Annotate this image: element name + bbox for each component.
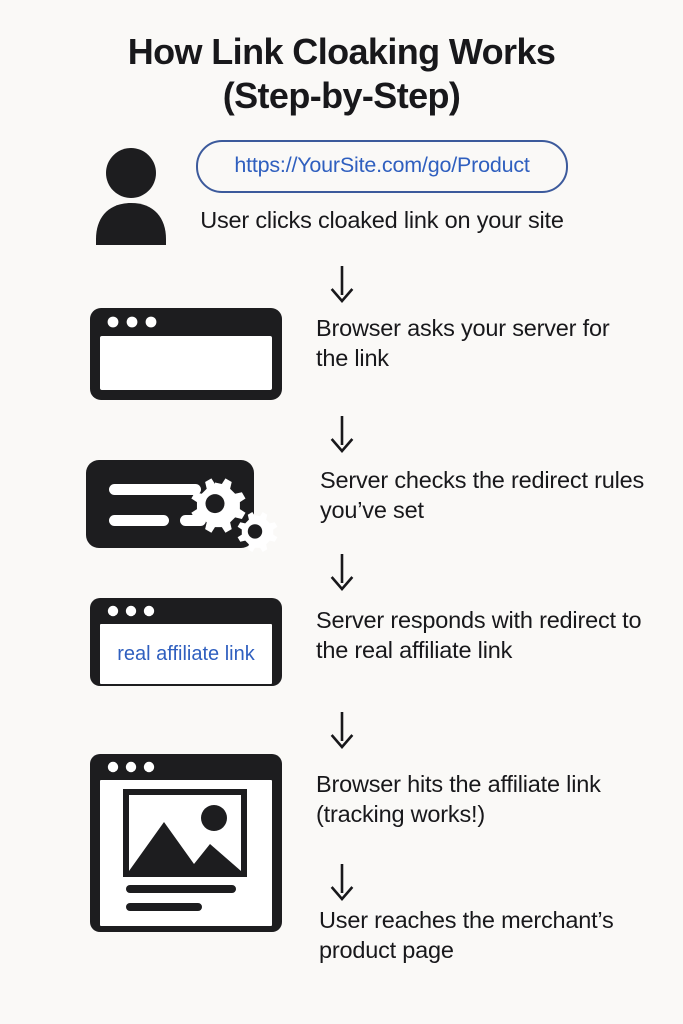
- down-arrow-icon-2: [327, 414, 357, 454]
- cloaked-url-pill[interactable]: https://YourSite.com/go/Product: [196, 140, 568, 193]
- browser-product-page-icon: [88, 752, 284, 934]
- step-5-caption: Browser hits the affiliate link (trackin…: [316, 771, 601, 827]
- down-arrow-icon-3: [327, 552, 357, 592]
- step-2: Browser asks your server for the link: [88, 306, 646, 402]
- step-6-caption: User reaches the merchant’s product page: [319, 907, 614, 963]
- step-1-caption: User clicks cloaked link on your site: [200, 207, 564, 233]
- step-2-caption: Browser asks your server for the link: [316, 315, 610, 371]
- step-1-content: https://YourSite.com/go/Product User cli…: [196, 140, 588, 234]
- down-arrow-icon-5: [327, 862, 357, 902]
- step-4-caption: Server responds with redirect to the rea…: [316, 607, 642, 663]
- step-3: Server checks the redirect rules you’ve …: [84, 458, 650, 558]
- title-line-2: (Step-by-Step): [222, 74, 461, 116]
- step-5: Browser hits the affiliate link (trackin…: [88, 752, 646, 934]
- browser-redirect-icon: real affiliate link: [88, 596, 284, 688]
- down-arrow-icon-4: [327, 710, 357, 750]
- title-line-1: How Link Cloaking Works: [127, 31, 556, 72]
- browser-window-icon: [88, 306, 284, 402]
- down-arrow-icon-1: [327, 264, 357, 304]
- user-icon: [88, 146, 174, 246]
- browser-inner-label-text: real affiliate link: [117, 643, 255, 665]
- page-title: How Link Cloaking Works (Step-by-Step): [0, 30, 683, 118]
- step-4: real affiliate link Server responds with…: [88, 596, 646, 688]
- step-3-caption: Server checks the redirect rules you’ve …: [320, 467, 645, 523]
- server-gears-icon: [84, 458, 288, 558]
